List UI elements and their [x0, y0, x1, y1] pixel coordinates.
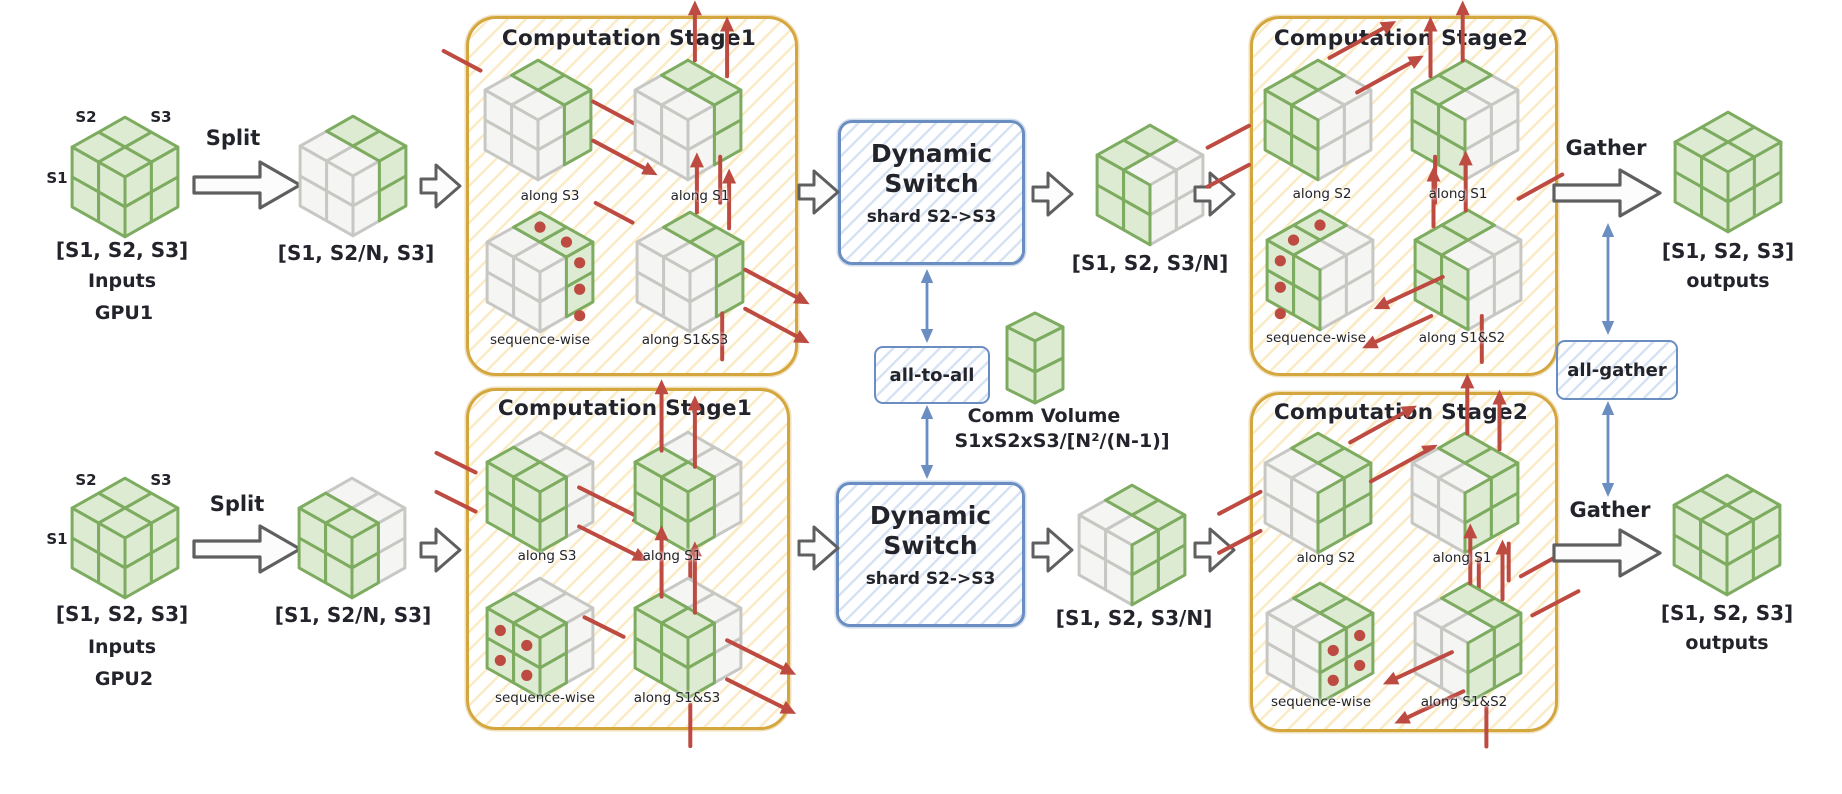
axis-s3-label: S3 [150, 108, 172, 126]
switch-title-line2: Switch [883, 530, 978, 560]
stage2-title: Computation Stage2 [1273, 400, 1529, 425]
cube-label: sequence-wise [489, 332, 591, 348]
output-dims: [S1, S2, S3] [1660, 601, 1794, 625]
comm-volume-caption: Comm Volume [967, 405, 1121, 427]
split-label: Split [205, 126, 261, 150]
cube-label: along S1&S2 [1420, 694, 1508, 710]
double-arrow-icon [920, 405, 934, 479]
cube-label: along S3 [517, 548, 577, 564]
comm-volume-formula: S1xS2xS3/[N²/(N-1)] [954, 430, 1170, 452]
gpu-label: GPU2 [94, 668, 154, 690]
all-gather-label: all-gather [1567, 359, 1667, 381]
split-arrow-icon [192, 524, 302, 574]
switch-subtitle: shard S2->S3 [865, 569, 996, 589]
switch-title-line2: Switch [884, 168, 979, 198]
flow-arrow-icon [1031, 171, 1074, 217]
flow-arrow-icon [797, 169, 840, 215]
axis-s2-label: S2 [75, 108, 97, 126]
split-arrow-icon [192, 160, 302, 210]
split-label: Split [209, 492, 265, 516]
split-dims: [S1, S2/N, S3] [274, 603, 432, 627]
input-dims: [S1, S2, S3] [55, 238, 189, 262]
output-caption: outputs [1686, 270, 1770, 292]
axis-s2-label: S2 [75, 471, 97, 489]
gather-arrow-icon [1552, 528, 1662, 578]
cube-label: along S1&S2 [1418, 330, 1506, 346]
cube-label: along S1 [642, 548, 702, 564]
dynamic-switch-box-gpu2: Dynamic Switch shard S2->S3 [836, 482, 1025, 627]
cube-label: along S1 [670, 188, 730, 204]
flow-arrow-icon [1193, 171, 1236, 217]
stage2-title: Computation Stage2 [1273, 26, 1529, 51]
double-arrow-icon [1601, 401, 1615, 497]
axis-s1-label: S1 [46, 169, 68, 187]
stage1-box-gpu2 [466, 388, 790, 730]
cube-label: sequence-wise [1265, 330, 1367, 346]
axis-s3-label: S3 [150, 471, 172, 489]
cube-label: along S3 [520, 188, 580, 204]
input-dims: [S1, S2, S3] [55, 602, 189, 626]
output-dims: [S1, S2, S3] [1661, 239, 1795, 263]
input-caption: Inputs [87, 636, 157, 658]
switch-title-line1: Dynamic [869, 501, 992, 530]
cube-label: along S1 [1432, 550, 1492, 566]
all-to-all-box: all-to-all [874, 346, 990, 404]
gather-label: Gather [1565, 136, 1647, 160]
switch-title-line1: Dynamic [870, 139, 993, 168]
mid-dims: [S1, S2, S3/N] [1071, 251, 1229, 275]
output-caption: outputs [1685, 632, 1769, 654]
cube-label: along S2 [1296, 550, 1356, 566]
cube-label: sequence-wise [1270, 694, 1372, 710]
cube-label: along S1&S3 [641, 332, 729, 348]
flow-arrow-icon [1031, 527, 1074, 573]
axis-s1-label: S1 [46, 530, 68, 548]
flow-arrow-icon [1193, 527, 1236, 573]
all-to-all-label: all-to-all [889, 364, 975, 386]
gather-label: Gather [1569, 498, 1651, 522]
flow-arrow-icon [419, 163, 462, 209]
split-dims: [S1, S2/N, S3] [277, 241, 435, 265]
mid-dims: [S1, S2, S3/N] [1055, 606, 1213, 630]
stage1-title: Computation Stage1 [501, 26, 757, 51]
input-caption: Inputs [87, 270, 157, 292]
all-gather-box: all-gather [1556, 340, 1678, 400]
cube-label: along S1 [1428, 186, 1488, 202]
double-arrow-icon [920, 269, 934, 343]
cube-label: sequence-wise [494, 690, 596, 706]
dynamic-switch-box-gpu1: Dynamic Switch shard S2->S3 [838, 120, 1025, 265]
gather-arrow-icon [1552, 168, 1662, 218]
stage1-box-gpu1 [466, 16, 798, 376]
stage1-title: Computation Stage1 [497, 396, 753, 421]
cube-label: along S2 [1292, 186, 1352, 202]
cube-label: along S1&S3 [633, 690, 721, 706]
comm-volume-cube [995, 302, 1075, 412]
double-arrow-icon [1601, 223, 1615, 335]
switch-subtitle: shard S2->S3 [866, 207, 997, 227]
gpu-label: GPU1 [94, 302, 154, 324]
flow-arrow-icon [797, 525, 840, 571]
flow-arrow-icon [419, 527, 462, 573]
